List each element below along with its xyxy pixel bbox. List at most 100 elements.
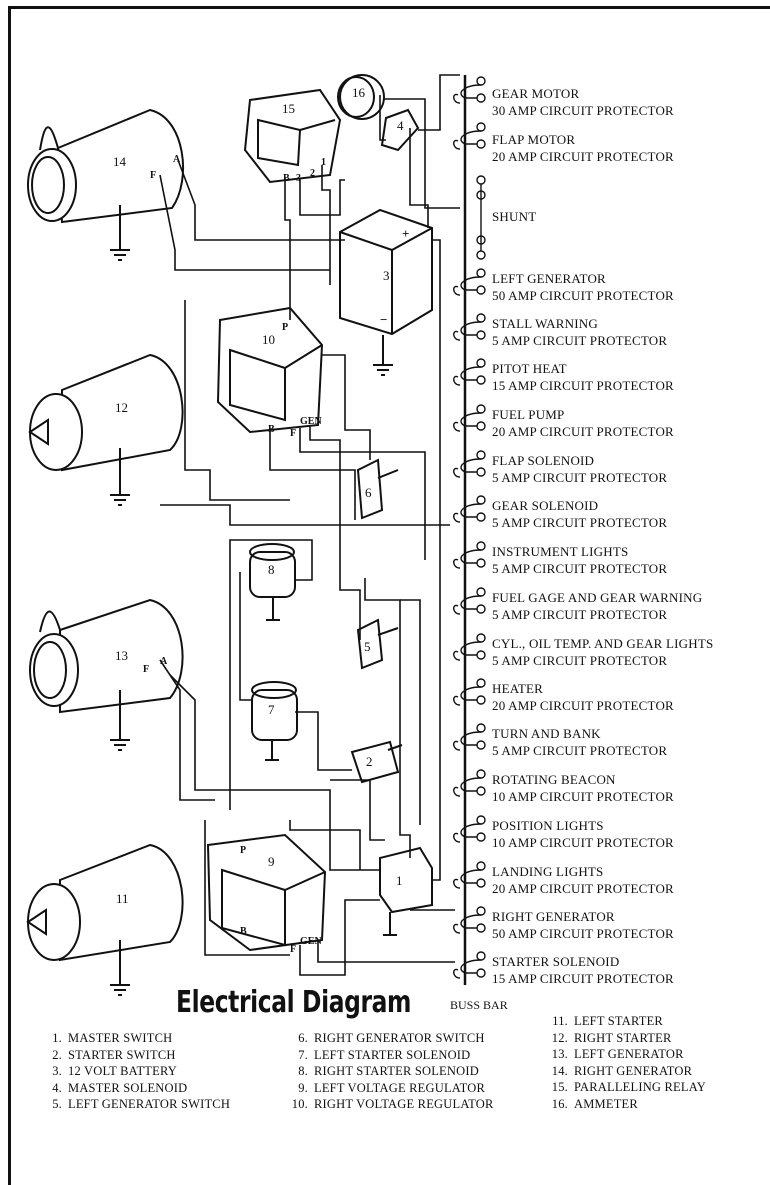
legend-item: 12.RIGHT STARTER [551, 1030, 672, 1045]
legend-item: 4.MASTER SOLENOID [52, 1080, 188, 1095]
diagram-title: Electrical Diagram [176, 985, 412, 1020]
ammeter-16 [337, 74, 385, 120]
circuit-protector-symbol [453, 587, 486, 615]
legend-item: 6.RIGHT GENERATOR SWITCH [298, 1031, 485, 1045]
right-generator-switch-6 [356, 458, 399, 520]
terminal-a-14: A [173, 154, 181, 165]
shunt-terminal [476, 175, 486, 185]
label-8: 8 [268, 562, 275, 577]
legend-item: 1.MASTER SWITCH [52, 1031, 173, 1045]
terminal-f-10: F [290, 428, 296, 439]
label-16: 16 [352, 85, 366, 100]
shunt-label: SHUNT [492, 209, 537, 224]
circuit-protector-symbol [453, 678, 486, 706]
terminal-f-9: F [290, 944, 296, 955]
legend-item: 2.STARTER SWITCH [52, 1047, 176, 1062]
legend-item: 15.PARALLELING RELAY [551, 1080, 706, 1095]
label-4: 4 [397, 118, 404, 133]
battery-3 [339, 208, 433, 376]
left-generator-13 [29, 598, 184, 751]
legend-column-2: 6.RIGHT GENERATOR SWITCH 7.LEFT STARTER … [286, 1030, 494, 1113]
legend-item: 13.LEFT GENERATOR [551, 1047, 684, 1062]
left-starter-solenoid-7 [251, 681, 298, 761]
battery-minus: − [380, 312, 387, 327]
circuit-protector-symbol [453, 906, 486, 934]
right-starter-12 [28, 353, 184, 506]
shunt-terminal [476, 250, 486, 260]
label-5: 5 [364, 639, 371, 654]
label-7: 7 [268, 702, 275, 717]
circuit-protector-symbol [453, 313, 486, 341]
legend-item: 8.RIGHT STARTER SOLENOID [298, 1064, 479, 1079]
circuit-protector-symbol [453, 450, 486, 478]
circuit-protector-symbol [453, 541, 486, 569]
terminal-p-9: P [240, 845, 246, 856]
circuit-protector-symbol [453, 404, 486, 432]
legend-column-1: 1.MASTER SWITCH 2.STARTER SWITCH 3.12 VO… [40, 1030, 230, 1113]
label-9: 9 [268, 854, 275, 869]
label-14: 14 [113, 154, 127, 169]
label-10: 10 [262, 332, 275, 347]
label-13: 13 [115, 648, 128, 663]
label-3: 3 [383, 268, 390, 283]
circuit-protector-symbol [453, 769, 486, 797]
label-11: 11 [116, 891, 129, 906]
circuit-protector-symbol [453, 76, 486, 104]
label-15: 15 [282, 101, 295, 116]
starter-switch-2 [350, 740, 403, 784]
circuit-protector-symbol [453, 268, 486, 296]
circuit-protector-symbol [453, 815, 486, 843]
circuit-protector-symbol [453, 633, 486, 661]
terminal-2-15: 2 [310, 168, 315, 179]
legend-item: 3.12 VOLT BATTERY [52, 1064, 178, 1079]
legend-item: 7.LEFT STARTER SOLENOID [298, 1047, 471, 1062]
terminal-a-13: A [160, 656, 168, 667]
legend-item: 10.RIGHT VOLTAGE REGULATOR [291, 1097, 494, 1112]
master-switch-1 [379, 846, 433, 936]
circuit-protector-symbols [453, 76, 486, 979]
label-12: 12 [115, 400, 128, 415]
right-starter-solenoid-8 [249, 543, 296, 621]
right-generator-14 [27, 108, 184, 261]
label-6: 6 [365, 485, 372, 500]
terminal-b-9: B [240, 926, 247, 937]
label-2: 2 [366, 754, 373, 769]
circuit-protector-symbol [453, 495, 486, 523]
legend-item: 5.LEFT GENERATOR SWITCH [52, 1097, 231, 1112]
terminal-gen-10: GEN [300, 416, 322, 427]
circuit-protector-symbol [453, 358, 486, 386]
battery-plus: + [402, 226, 409, 241]
terminal-3-15: 3 [296, 173, 301, 184]
terminal-f-13: F [143, 664, 149, 675]
legend-item: 9.LEFT VOLTAGE REGULATOR [298, 1080, 486, 1095]
left-voltage-regulator-9 [206, 833, 327, 952]
terminal-p-10: P [282, 322, 288, 333]
legend-item: 16.AMMETER [551, 1096, 638, 1111]
buss-bar-label: BUSS BAR [450, 998, 508, 1012]
right-voltage-regulator-10 [216, 306, 324, 434]
terminal-b-10: B [268, 424, 275, 435]
legend-item: 11.LEFT STARTER [552, 1014, 663, 1028]
circuit-protector-symbol [453, 861, 486, 889]
circuit-protector-symbol [453, 122, 486, 150]
paralleling-relay-15 [243, 88, 342, 184]
